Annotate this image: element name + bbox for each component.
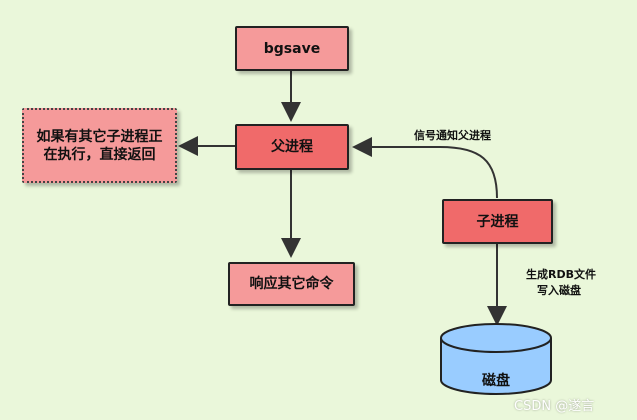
disk-label: 磁盘 (482, 373, 510, 389)
watermark: CSDN @遂言 (514, 399, 595, 414)
child-process-node: 子进程 (442, 199, 553, 244)
generate-rdb-label: 生成RDB文件 (526, 268, 596, 281)
parent-process-node: 父进程 (235, 124, 349, 170)
bgsave-node: bgsave (235, 26, 349, 71)
other-child-running-node: 如果有其它子进程正在执行，直接返回 (22, 108, 177, 183)
write-disk-label: 写入磁盘 (537, 284, 581, 297)
edge-child-to-parent (352, 137, 498, 199)
disk-cylinder-icon (440, 323, 552, 395)
signal-parent-label: 信号通知父进程 (414, 129, 491, 142)
respond-other-commands-node: 响应其它命令 (228, 262, 355, 306)
